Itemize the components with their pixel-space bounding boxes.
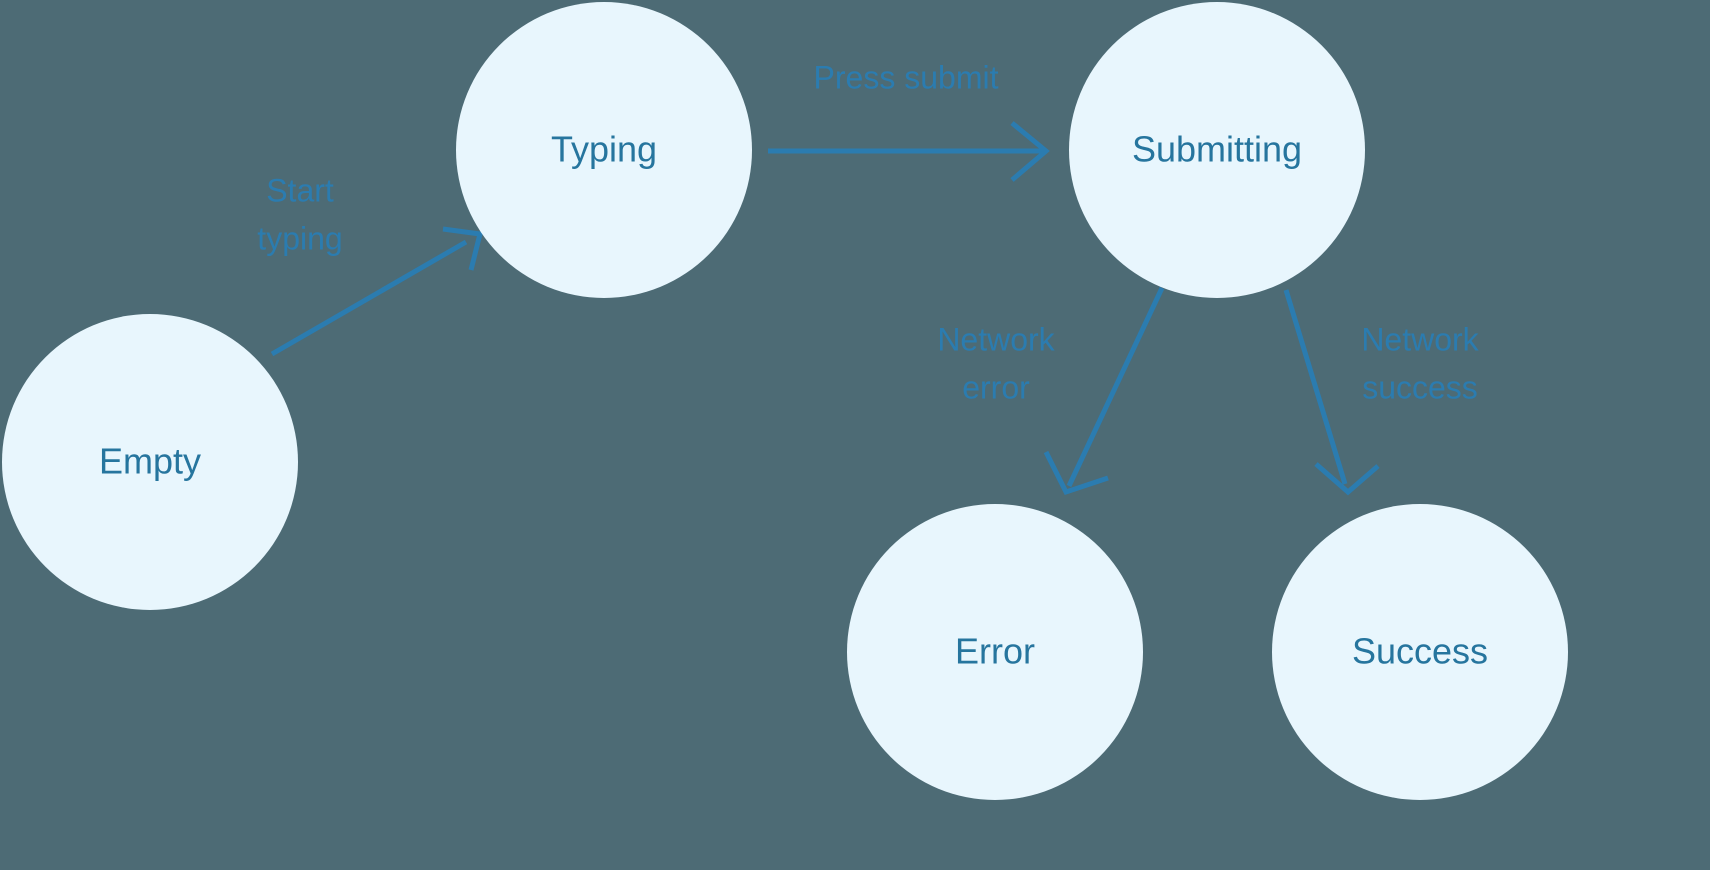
edge-press-submit[interactable]: Press submit — [768, 59, 1050, 182]
arrowhead-start-typing — [442, 226, 484, 271]
edge-start-typing[interactable]: Start typing — [257, 172, 484, 357]
node-circle-submitting — [1069, 2, 1365, 298]
node-label-submitting: Submitting — [1132, 129, 1302, 170]
edge-network-error[interactable]: Network error — [937, 286, 1165, 496]
edge-line-start-typing — [270, 239, 468, 357]
edge-label-press-submit: Press submit — [814, 59, 999, 95]
edge-label-network-error: Network — [937, 321, 1055, 357]
arrowhead-network-success — [1314, 462, 1380, 496]
node-success[interactable]: Success — [1272, 504, 1568, 800]
node-empty[interactable]: Empty — [2, 314, 298, 610]
node-label-typing: Typing — [551, 129, 657, 170]
node-label-error: Error — [955, 631, 1035, 672]
edge-network-success[interactable]: Network success — [1283, 289, 1480, 496]
node-submitting[interactable]: Submitting — [1069, 2, 1365, 298]
edge-line-network-success — [1283, 289, 1348, 485]
edge-label-network-error-line2: error — [962, 369, 1030, 405]
edge-label-start-typing: Start — [266, 172, 334, 208]
node-circle-success — [1272, 504, 1568, 800]
edge-label-network-success: Network — [1361, 321, 1479, 357]
node-typing[interactable]: Typing — [456, 2, 752, 298]
edge-label-network-success-line2: success — [1362, 369, 1478, 405]
node-circle-typing — [456, 2, 752, 298]
arrowhead-network-error — [1043, 450, 1109, 496]
edge-line-network-error — [1066, 286, 1165, 488]
arrowhead-press-submit — [1010, 121, 1050, 182]
node-circle-empty — [2, 314, 298, 610]
node-error[interactable]: Error — [847, 504, 1143, 800]
node-label-success: Success — [1352, 631, 1488, 672]
edge-label-start-typing-line2: typing — [257, 220, 342, 256]
node-circle-error — [847, 504, 1143, 800]
node-label-empty: Empty — [99, 441, 201, 482]
